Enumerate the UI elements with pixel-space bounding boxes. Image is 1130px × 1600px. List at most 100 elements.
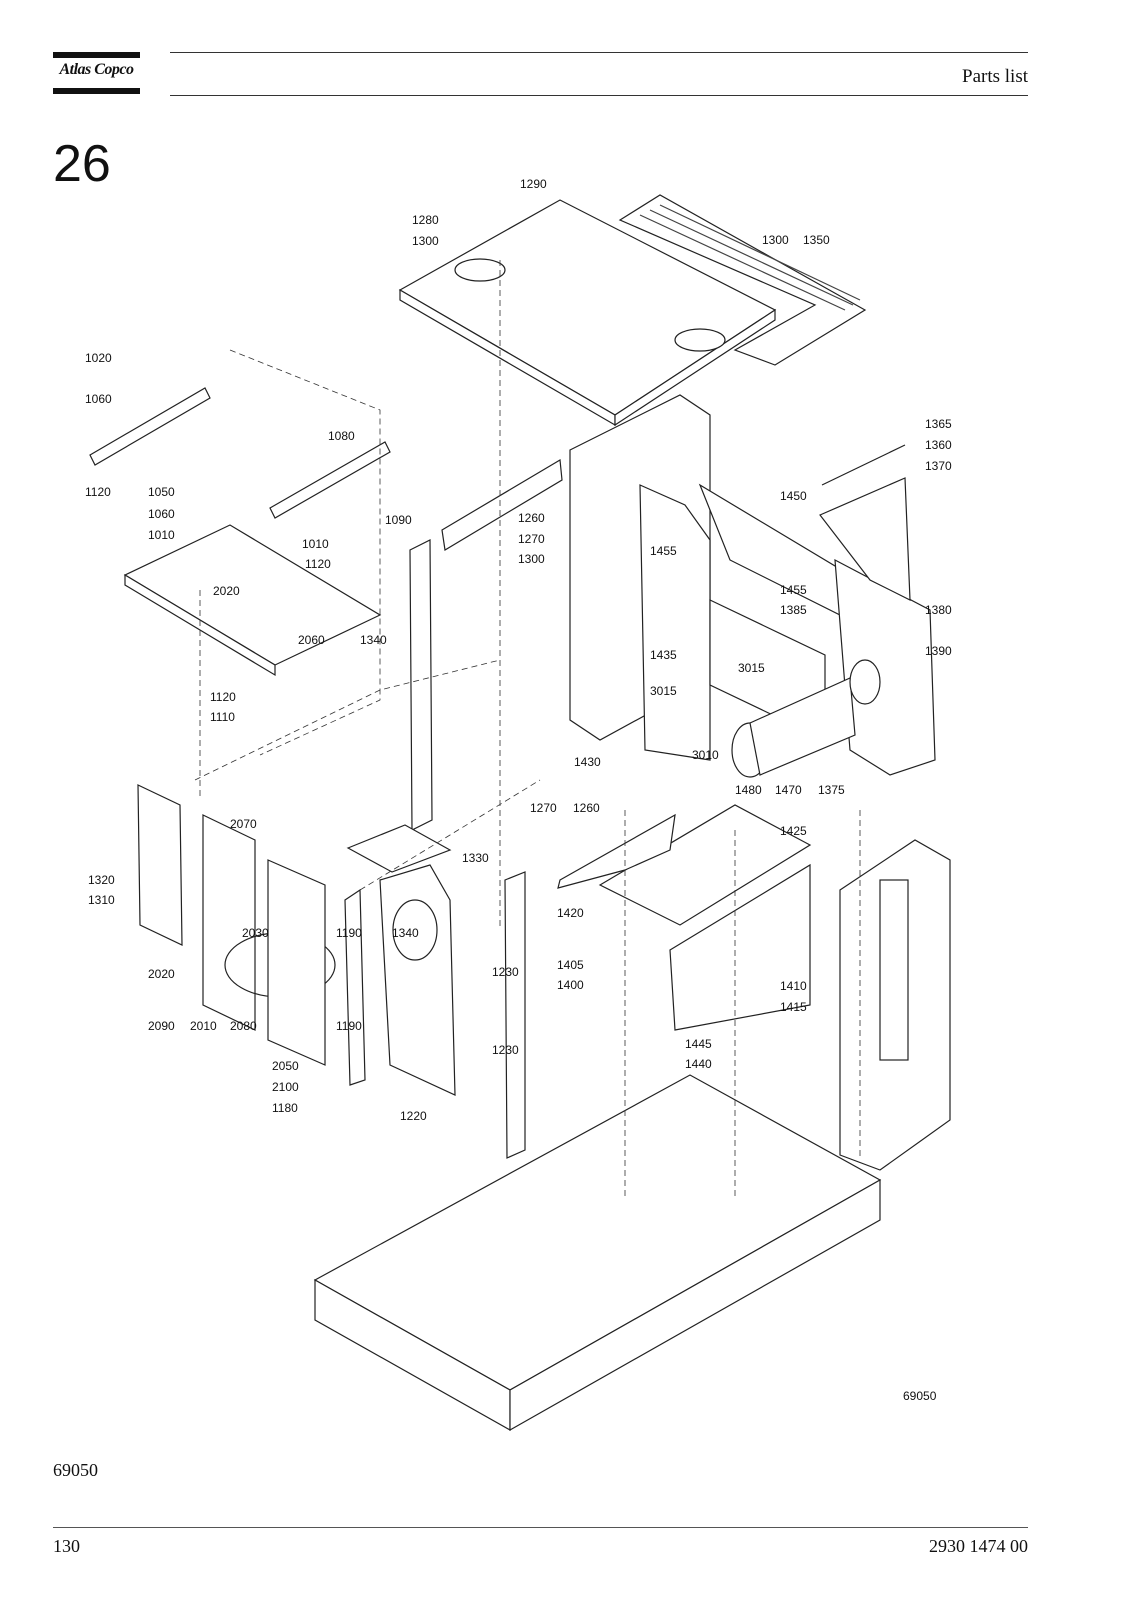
roof-opening xyxy=(454,258,506,282)
part-label: 1430 xyxy=(574,755,601,769)
part-label: 1270 xyxy=(518,532,545,546)
side-panel-1380 xyxy=(834,558,936,776)
top-tray-left xyxy=(89,387,211,466)
part-label: 2010 xyxy=(190,1019,217,1033)
frame-1370 xyxy=(819,477,911,601)
guide-line xyxy=(229,349,381,756)
part-label: 1445 xyxy=(685,1037,712,1051)
part-label: 1425 xyxy=(780,824,807,838)
roof-opening xyxy=(674,328,726,352)
part-label: 2060 xyxy=(298,633,325,647)
logo-bar-bottom xyxy=(53,88,140,94)
part-label: 2020 xyxy=(148,967,175,981)
part-label: 1440 xyxy=(685,1057,712,1071)
part-label: 1120 xyxy=(210,690,236,704)
part-label: 2050 xyxy=(272,1059,299,1073)
part-label: 3010 xyxy=(692,748,719,762)
part-label: 1120 xyxy=(305,557,331,571)
part-label: 1385 xyxy=(780,603,807,617)
door-panel-2050 xyxy=(267,859,326,1066)
logo-bar-top xyxy=(53,52,140,58)
part-label: 1435 xyxy=(650,648,677,662)
part-label: 1180 xyxy=(272,1101,298,1115)
part-label: 1260 xyxy=(573,801,600,815)
part-label: 1020 xyxy=(85,351,112,365)
section-label: Parts list xyxy=(962,66,1028,87)
part-label: 1450 xyxy=(780,489,807,503)
logo-wordmark: Atlas Copco xyxy=(59,61,134,78)
bracket-1440 xyxy=(557,813,676,889)
part-label: 1330 xyxy=(462,851,489,865)
part-label: 1230 xyxy=(492,1043,519,1057)
part-label: 1220 xyxy=(400,1109,427,1123)
part-label: 1050 xyxy=(148,485,175,499)
part-label: 1010 xyxy=(148,528,175,542)
door-panel-2010 xyxy=(202,814,256,1031)
part-label: 1190 xyxy=(336,926,362,940)
exploded-parts-diagram: 1290 1280 1300 1300 1350 1020 1060 1365 … xyxy=(85,177,952,1432)
part-label: 1230 xyxy=(492,965,519,979)
part-label: 1405 xyxy=(557,958,584,972)
bracket-1260 xyxy=(441,459,563,551)
cover-1330 xyxy=(346,824,452,873)
part-label: 1310 xyxy=(88,893,115,907)
part-label: 1455 xyxy=(650,544,677,558)
part-label: 1470 xyxy=(775,783,802,797)
figure-id: 69050 xyxy=(53,1460,98,1480)
part-label: 1420 xyxy=(557,906,584,920)
part-label: 1300 xyxy=(412,234,439,248)
footer-rule xyxy=(53,1527,1028,1528)
vertical-profile-right xyxy=(504,871,526,1159)
vertical-profile xyxy=(409,539,433,831)
atlas-copco-logo: Atlas Copco xyxy=(53,52,140,94)
part-label: 1360 xyxy=(925,438,952,452)
part-label: 1060 xyxy=(85,392,112,406)
guide-line xyxy=(194,659,501,781)
part-label: 1455 xyxy=(780,583,807,597)
part-label: 1390 xyxy=(925,644,952,658)
panel-1180 xyxy=(344,888,366,1086)
part-label: 3015 xyxy=(738,661,765,675)
part-label: 1415 xyxy=(780,1000,807,1014)
part-label: 1190 xyxy=(336,1019,362,1033)
part-label: 1320 xyxy=(88,873,115,887)
page-number: 130 xyxy=(53,1536,80,1556)
duct-panel-1450 xyxy=(698,483,851,621)
part-label: 1090 xyxy=(385,513,412,527)
part-label: 2070 xyxy=(230,817,257,831)
part-label: 1365 xyxy=(925,417,952,431)
side-panel-right xyxy=(839,839,951,1171)
panel-1220 xyxy=(379,864,456,1096)
part-label: 2020 xyxy=(213,584,240,598)
part-label: 1375 xyxy=(818,783,845,797)
part-labels: 1290 1280 1300 1300 1350 1020 1060 1365 … xyxy=(85,177,952,1403)
part-label: 1300 xyxy=(762,233,789,247)
floor-tray xyxy=(123,524,382,666)
filter-cylinder xyxy=(749,677,856,776)
part-label: 1370 xyxy=(925,459,952,473)
part-label: 1280 xyxy=(412,213,439,227)
part-label: 1380 xyxy=(925,603,952,617)
part-label: 2080 xyxy=(230,1019,257,1033)
duct-panel-1430 xyxy=(639,484,711,761)
duct-box-1410 xyxy=(669,863,811,1031)
part-label: 1010 xyxy=(302,537,329,551)
part-label: 1110 xyxy=(210,710,235,724)
section-number: 26 xyxy=(53,135,111,193)
part-label: 1300 xyxy=(518,552,545,566)
louvre-frame xyxy=(618,194,867,366)
part-label: 2100 xyxy=(272,1080,299,1094)
part-label: 3015 xyxy=(650,684,677,698)
part-label: 1350 xyxy=(803,233,830,247)
duct-panel-1420 xyxy=(598,804,812,926)
header-rule-bottom xyxy=(170,95,1028,96)
part-label: 1410 xyxy=(780,979,807,993)
part-label: 1340 xyxy=(392,926,419,940)
part-label: 2030 xyxy=(242,926,269,940)
top-tray-right xyxy=(269,441,391,519)
side-panel-1310 xyxy=(137,784,183,946)
part-label: 1290 xyxy=(520,177,547,191)
part-label: 1270 xyxy=(530,801,557,815)
part-label: 1060 xyxy=(148,507,175,521)
part-label: 1120 xyxy=(85,485,111,499)
